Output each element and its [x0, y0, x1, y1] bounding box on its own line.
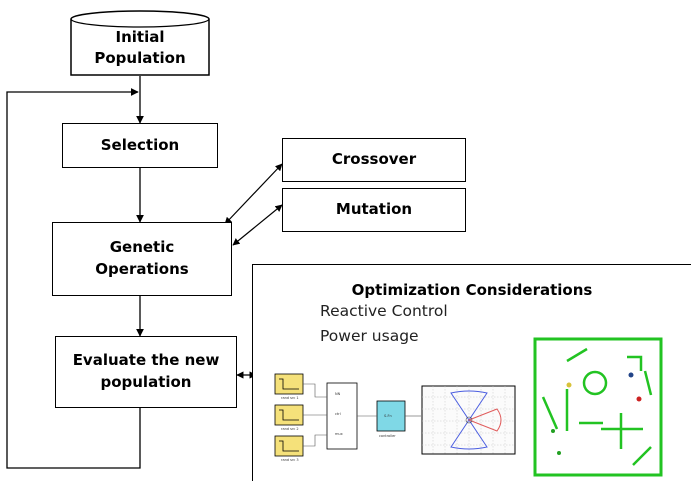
genetic-operations-label: Genetic Operations [95, 238, 189, 278]
selection-label: Selection [100, 135, 180, 154]
cylinder-shape [70, 10, 210, 76]
polar-red-lobe [467, 408, 502, 432]
arrow-genetic-crossover [224, 163, 283, 225]
crossover-label: Crossover [331, 150, 417, 169]
arrow-genetic-mutation [232, 204, 283, 246]
block-wires [303, 383, 421, 447]
process-block: S-Fn controller [376, 400, 406, 438]
initial-population-node: Initial Population [70, 10, 210, 76]
consideration-item-power: Power usage [320, 327, 419, 345]
robot-arena [533, 337, 663, 477]
source-block-1: rand src 1 [274, 373, 304, 400]
polar-sensor-plot [421, 385, 516, 455]
mutation-node: Mutation [282, 188, 466, 232]
svg-text:ctrl: ctrl [335, 412, 341, 416]
svg-text:rand src 1: rand src 1 [281, 396, 299, 400]
selection-node: Selection [62, 123, 218, 168]
evaluate-label: Evaluate the new population [72, 351, 220, 391]
feedback-loop-line [6, 88, 141, 469]
simulink-diagram: rand src 1 rand src 2 rand src 3 NN ctrl… [274, 373, 421, 462]
svg-text:mux: mux [335, 432, 343, 436]
source-block-2: rand src 2 [274, 404, 304, 431]
polar-blue-lobe [450, 390, 488, 450]
crossover-node: Crossover [282, 138, 466, 182]
initial-population-label: Initial Population [94, 28, 186, 67]
evaluate-node: Evaluate the new population [55, 336, 237, 408]
svg-text:rand src 3: rand src 3 [281, 458, 299, 462]
panel-title: Optimization Considerations [351, 281, 593, 299]
svg-text:rand src 2: rand src 2 [281, 427, 299, 431]
svg-text:S-Fn: S-Fn [384, 414, 392, 418]
source-block-3: rand src 3 [274, 435, 304, 462]
mutation-label: Mutation [335, 200, 413, 219]
optimization-panel: Optimization Considerations Reactive Con… [252, 264, 691, 481]
svg-text:controller: controller [379, 434, 396, 438]
genetic-operations-node: Genetic Operations [52, 222, 232, 296]
svg-text:NN: NN [335, 392, 341, 396]
consideration-item-reactive: Reactive Control [320, 302, 448, 320]
mux-block: NN ctrl mux [326, 382, 358, 450]
